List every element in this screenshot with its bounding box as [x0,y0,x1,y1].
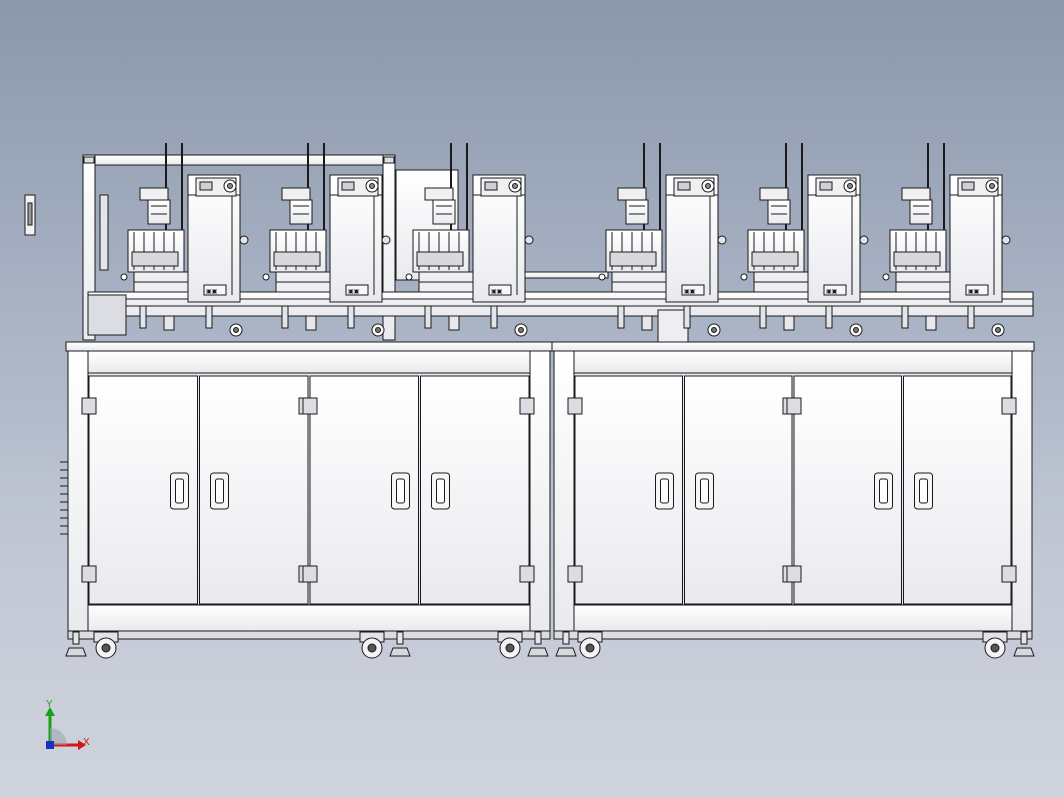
casters [65,631,1035,659]
cabinet-2 [551,341,1035,640]
coordinate-triad [45,707,86,750]
cabinet-door [684,375,798,605]
cabinet-1 [60,341,553,640]
x-axis-label: X [83,737,90,748]
cabinet-bases [60,341,1035,640]
side-bracket-part [24,194,36,236]
station-5: ▣▣ [740,143,869,337]
leveling-foot [389,631,411,657]
station-4: ▣▣ [598,143,727,337]
station-1: ▣▣ [120,143,249,337]
station-2: ▣▣ [262,143,391,337]
assembly-stations: ▣▣ ▣▣ ▣▣ ▣▣ ▣▣ ▣▣ [120,143,1011,337]
svg-text:▣▣: ▣▣ [348,289,360,295]
leveling-foot [527,631,549,657]
svg-text:▣▣: ▣▣ [968,289,980,295]
caster-wheel [359,631,385,659]
y-axis-label: Y [46,699,53,710]
conveyor-rail [87,271,1034,343]
svg-text:▣▣: ▣▣ [491,289,503,295]
caster-wheel [497,631,523,659]
cabinet-door [903,375,1017,605]
cabinet-door [420,375,535,605]
svg-text:▣▣: ▣▣ [206,289,218,295]
caster-wheel [577,631,603,659]
cabinet-door [81,375,198,605]
cabinet-door [302,375,419,605]
station-3: ▣▣ [405,143,534,337]
station-6: ▣▣ [882,143,1011,337]
leveling-foot [1013,631,1035,657]
caster-wheel [93,631,119,659]
svg-text:▣▣: ▣▣ [684,289,696,295]
leveling-foot [65,631,87,657]
cabinet-door [199,375,314,605]
svg-text:▣▣: ▣▣ [826,289,838,295]
cabinet-door [567,375,683,605]
caster-wheel [982,631,1008,659]
leveling-foot [555,631,577,657]
cabinet-door [786,375,902,605]
